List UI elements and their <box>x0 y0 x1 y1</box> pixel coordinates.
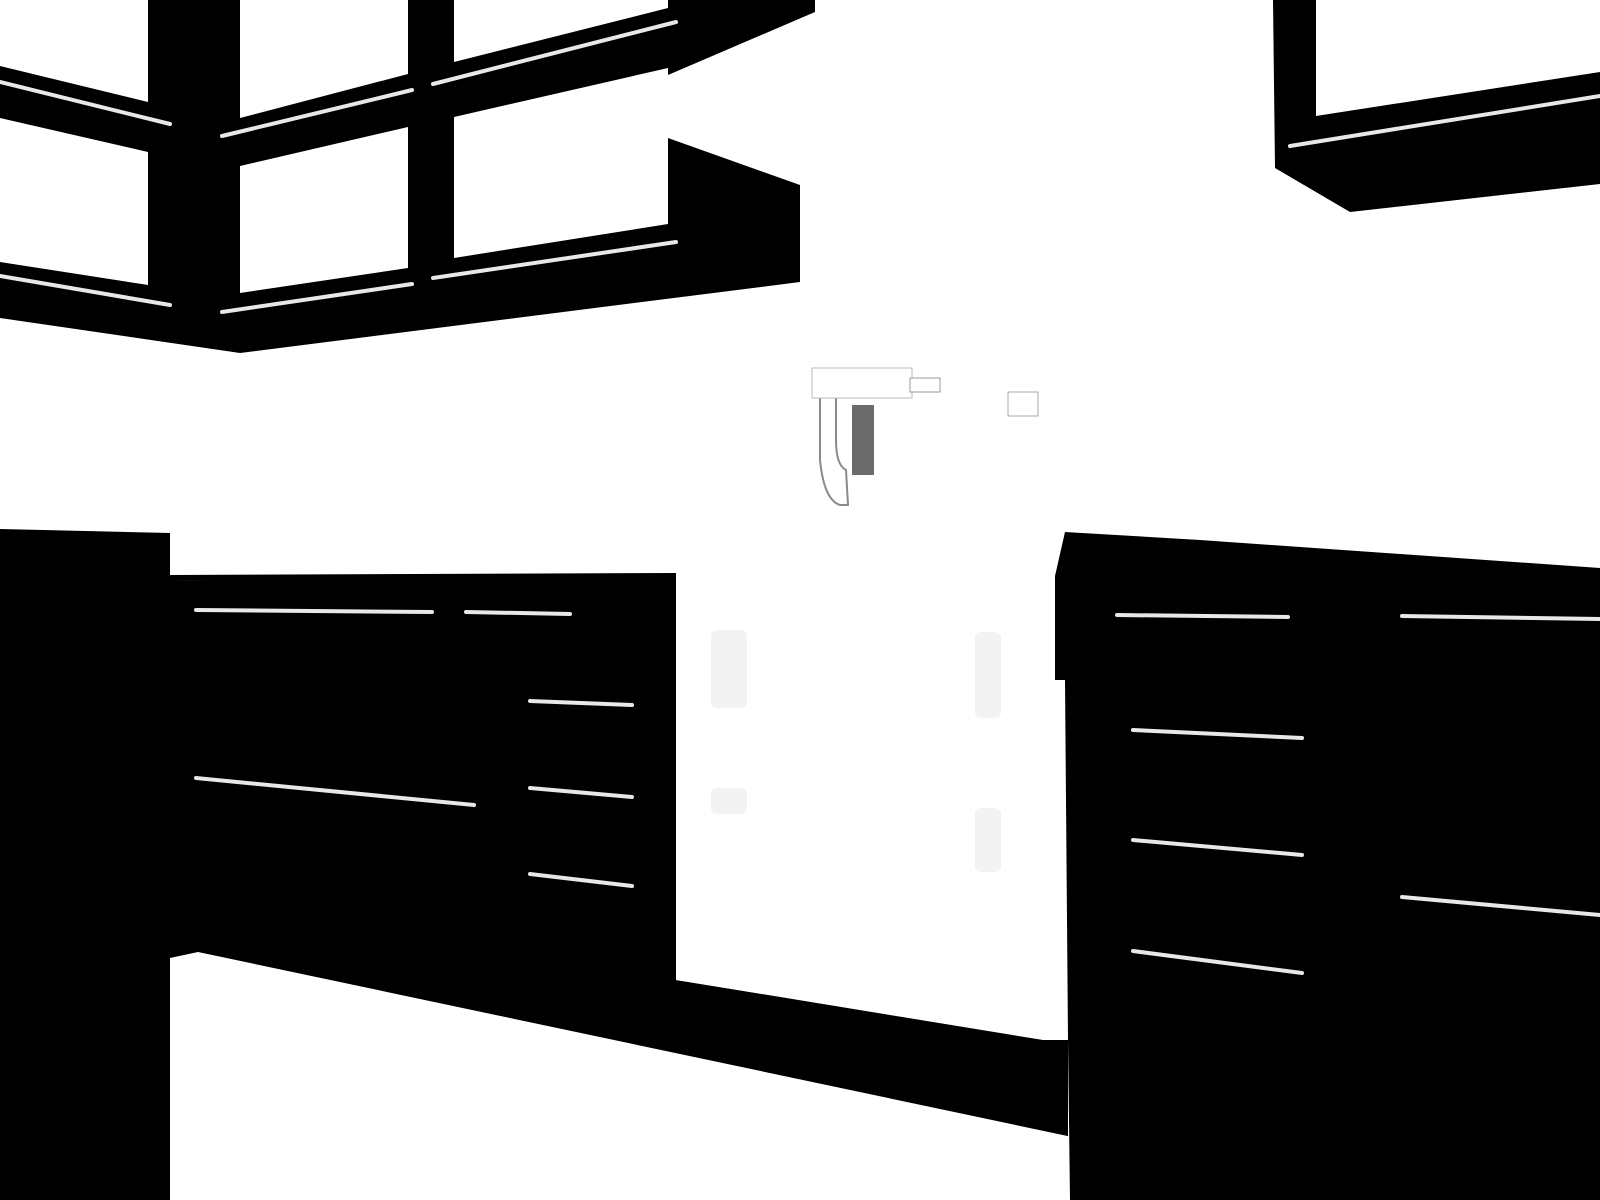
drawer-handle <box>194 608 434 614</box>
base-right-handles <box>1115 613 1600 975</box>
drawer-handle <box>1131 838 1304 857</box>
dishwasher-shade <box>711 788 747 814</box>
cabinet-door-panel <box>240 0 408 118</box>
cabinet-door-panel <box>240 127 408 293</box>
door-handle <box>1400 895 1600 917</box>
cabinet-handle <box>1288 94 1600 148</box>
cabinet-door-panel <box>454 68 668 258</box>
countertop-edge <box>169 573 677 581</box>
faucet-spout <box>819 383 850 506</box>
drawer-handle <box>1400 614 1600 621</box>
base-cabinets-right <box>1055 532 1600 1200</box>
drawer-handle <box>528 786 634 799</box>
faucet-shadow <box>852 405 874 475</box>
cabinet-handle <box>431 240 678 280</box>
dishwasher-shade <box>975 808 1001 872</box>
drawer-handle <box>1115 613 1290 619</box>
drawer-handle <box>1131 949 1304 975</box>
faucet-base <box>811 367 913 399</box>
dishwasher-shade <box>975 632 1001 718</box>
upper-left-wall-cabinets <box>0 0 815 353</box>
cabinet-handle <box>0 80 172 126</box>
door-handle <box>194 776 476 807</box>
base-left-handles <box>194 608 634 888</box>
faucet <box>811 367 1039 506</box>
base-right-body <box>1055 532 1600 1200</box>
dishwasher-opening <box>676 596 1053 1040</box>
cabinet-handle <box>220 282 414 314</box>
cabinet-door-panel <box>454 0 668 62</box>
dishwasher-shade <box>711 630 747 708</box>
drawer-handle <box>528 699 634 707</box>
drawer-handle <box>464 610 572 616</box>
cabinet-door-panel <box>0 0 148 102</box>
faucet-knob <box>1007 391 1039 417</box>
cabinet-handle <box>220 88 414 138</box>
cabinet-door-panel <box>1316 0 1600 116</box>
upper-left-handles <box>0 20 678 314</box>
drawer-handle <box>528 872 634 888</box>
cabinet-door-panel <box>0 118 148 285</box>
cabinet-handle <box>431 20 678 86</box>
dishwasher-panel <box>676 596 1053 1040</box>
faucet-knob <box>909 377 941 393</box>
cabinet-handle <box>0 274 172 307</box>
upper-right-wall-cabinet <box>1273 0 1600 212</box>
drawer-handle <box>1131 728 1304 740</box>
